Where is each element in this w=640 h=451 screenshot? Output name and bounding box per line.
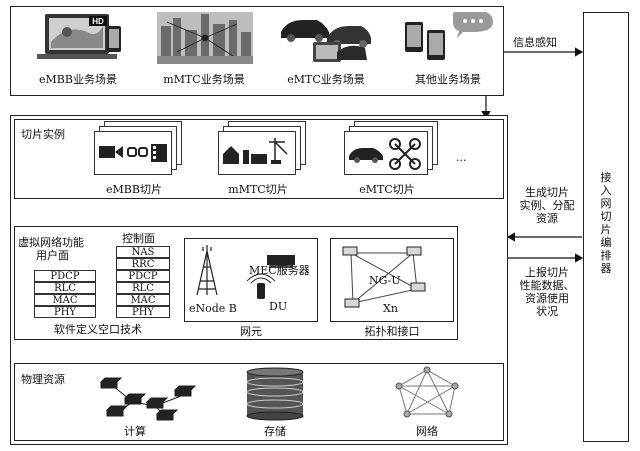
enodeb-label: eNode B	[189, 302, 237, 315]
scenario-label-embb: eMBB业务场景	[39, 73, 117, 86]
up-phy: PHY	[34, 306, 96, 318]
du-label: DU	[269, 300, 288, 313]
sdn-caption: 软件定义空口技术	[54, 323, 142, 336]
topology-panel: NG-U Xn	[330, 238, 454, 322]
orchestrator-panel: 接入网切片编排器	[583, 12, 629, 442]
scenario-label-mmtc: mMTC业务场景	[163, 73, 245, 86]
cp-nas: NAS	[116, 246, 170, 258]
physical-resources-title: 物理资源	[21, 373, 65, 386]
hd-badge: HD	[92, 17, 104, 26]
cp-mac: MAC	[116, 294, 170, 306]
generate-line-1: 生成切片	[525, 186, 569, 199]
network-element-caption: 网元	[240, 325, 262, 338]
up-pdcp: PDCP	[34, 270, 96, 282]
up-mac: MAC	[34, 294, 96, 306]
embb-slice-front	[94, 131, 172, 175]
info-sensing-label: 信息感知	[513, 36, 557, 49]
report-label: 上报切片 性能数据、 资源使用 状况	[512, 266, 582, 318]
topology-caption: 拓扑和接口	[364, 325, 420, 338]
orchestrator-title: 接入网切片编排器	[600, 171, 612, 275]
base-station-icons	[196, 245, 295, 299]
network-graph-icon	[398, 369, 456, 415]
report-line-3: 资源使用	[525, 292, 569, 305]
report-line-4: 状况	[536, 305, 558, 318]
compute-servers-icon	[99, 377, 197, 421]
vnf-title-line1: 虚拟网络功能	[18, 236, 84, 249]
mmtc-slice-front	[218, 131, 296, 175]
sdn-panel: 虚拟网络功能 用户面 控制面 NAS RRC PDCP RLC MAC PHY …	[16, 228, 180, 338]
slice-label-emtc: eMTC切片	[359, 183, 415, 196]
other-phones-image	[405, 12, 493, 60]
emtc-cars-image	[281, 20, 371, 62]
network-label: 网络	[416, 425, 438, 438]
xn-label: Xn	[383, 302, 398, 315]
up-rlc: RLC	[34, 282, 96, 294]
cp-pdcp: PDCP	[116, 270, 170, 282]
control-plane-title: 控制面	[122, 232, 155, 245]
generate-line-2: 实例、分配	[519, 199, 575, 212]
emtc-slice-front	[344, 131, 428, 175]
embb-laptop-image: HD	[37, 14, 121, 59]
physical-icons	[99, 366, 459, 421]
scenario-label-other: 其他业务场景	[415, 73, 481, 86]
cp-phy: PHY	[116, 306, 170, 318]
storage-stack-icon	[246, 367, 304, 421]
compute-label: 计算	[124, 425, 146, 438]
generate-line-3: 资源	[536, 212, 558, 225]
scenarios-box: HD eMBB业务场景 mMTC业务场景 eMTC业务	[10, 6, 504, 96]
mmtc-city-image	[157, 12, 253, 64]
vnf-title: 虚拟网络功能 用户面	[18, 236, 84, 262]
report-line-2: 性能数据、	[519, 279, 575, 292]
cp-rlc: RLC	[116, 282, 170, 294]
car-drone-icon	[349, 138, 421, 170]
storage-label: 存储	[264, 425, 286, 438]
ngu-label: NG-U	[369, 274, 401, 287]
more-slices-ellipsis: ...	[456, 151, 467, 164]
factory-icon	[223, 138, 288, 164]
report-line-1: 上报切片	[525, 266, 569, 279]
slice-label-mmtc: mMTC切片	[228, 183, 288, 196]
mec-label: MEC服务器	[249, 264, 310, 277]
slice-label-embb: eMBB切片	[106, 183, 162, 196]
slice-instances-title: 切片实例	[21, 128, 65, 141]
physical-resources-box: 物理资源	[14, 363, 504, 441]
vnf-title-line2: 用户面	[36, 249, 69, 262]
network-element-panel: MEC服务器 eNode B DU	[184, 238, 318, 322]
video-camera-icon	[99, 144, 167, 162]
scenario-label-emtc: eMTC业务场景	[287, 73, 365, 86]
generate-label: 生成切片 实例、分配 资源	[514, 186, 580, 225]
topology-graph	[342, 246, 426, 308]
cp-rrc: RRC	[116, 258, 170, 270]
